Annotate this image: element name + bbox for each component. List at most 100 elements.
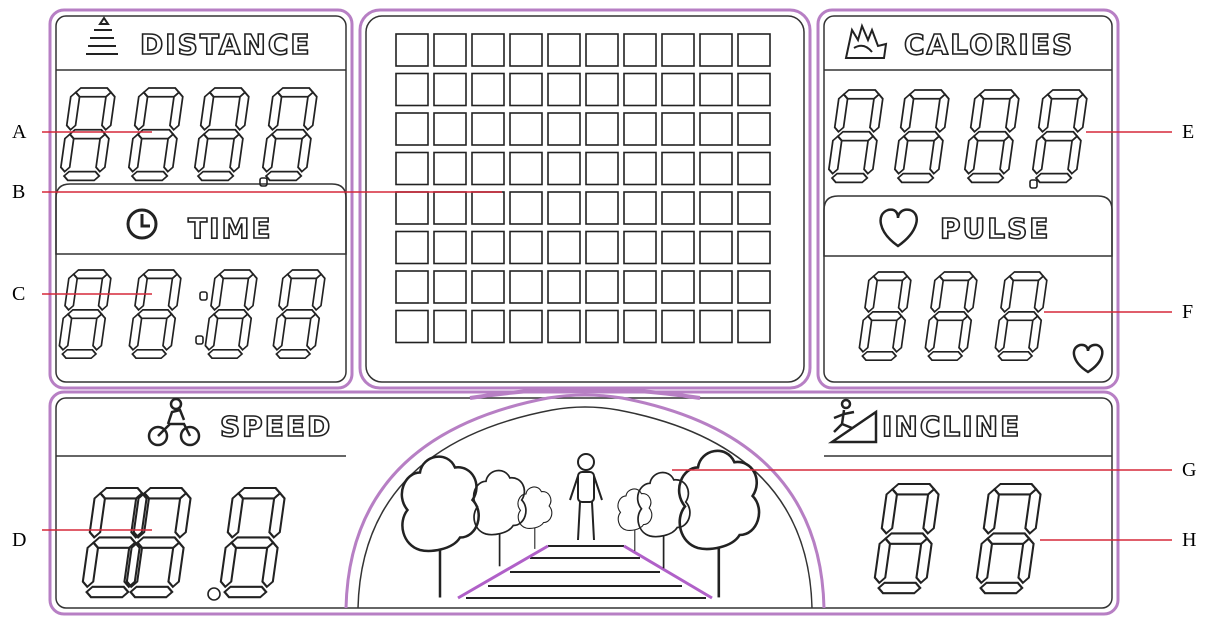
matrix-cell bbox=[738, 232, 770, 264]
matrix-cell bbox=[624, 192, 656, 224]
matrix-cell bbox=[738, 192, 770, 224]
speed-label: SPEED bbox=[220, 410, 332, 443]
matrix-cell bbox=[738, 74, 770, 106]
matrix-cell bbox=[434, 232, 466, 264]
matrix-cell bbox=[434, 271, 466, 303]
matrix-cell bbox=[434, 74, 466, 106]
matrix-cell bbox=[586, 192, 618, 224]
pulse-heart-icon bbox=[1074, 345, 1102, 372]
stacked-books-icon bbox=[86, 18, 118, 54]
runner-figure bbox=[570, 454, 602, 540]
matrix-cell bbox=[738, 271, 770, 303]
track-scene bbox=[346, 389, 824, 608]
callout-g: G bbox=[1182, 460, 1196, 480]
matrix-cell bbox=[700, 192, 732, 224]
matrix-cell bbox=[624, 311, 656, 343]
matrix-cell bbox=[662, 311, 694, 343]
matrix-cell bbox=[548, 34, 580, 66]
matrix-cell bbox=[434, 192, 466, 224]
matrix-cell bbox=[700, 74, 732, 106]
matrix-cell bbox=[624, 271, 656, 303]
matrix-cell bbox=[434, 153, 466, 185]
runner-on-slope-icon bbox=[832, 400, 876, 442]
matrix-cell bbox=[434, 34, 466, 66]
matrix-cell bbox=[586, 74, 618, 106]
matrix-cell bbox=[700, 34, 732, 66]
matrix-cell bbox=[548, 271, 580, 303]
pulse-digit bbox=[994, 272, 1048, 360]
matrix-cell bbox=[624, 232, 656, 264]
matrix-cell bbox=[662, 192, 694, 224]
heart-icon bbox=[881, 210, 917, 246]
distance-digit bbox=[127, 88, 184, 180]
matrix-cell bbox=[700, 153, 732, 185]
time-label: TIME bbox=[188, 212, 273, 245]
matrix-cell bbox=[510, 232, 542, 264]
matrix-cell bbox=[396, 311, 428, 343]
matrix-cell bbox=[472, 74, 504, 106]
distance-digit bbox=[261, 88, 318, 180]
matrix-cell bbox=[586, 113, 618, 145]
matrix-cell bbox=[396, 232, 428, 264]
distance-decimal-point bbox=[260, 178, 267, 186]
calories-digit bbox=[963, 90, 1020, 182]
pulse-digit bbox=[924, 272, 978, 360]
distance-digit bbox=[193, 88, 250, 180]
pulse-digit bbox=[858, 272, 912, 360]
incline-digit bbox=[873, 484, 940, 593]
matrix-cell bbox=[700, 232, 732, 264]
matrix-cell bbox=[548, 311, 580, 343]
pulse-label: PULSE bbox=[940, 212, 1050, 245]
matrix-cell bbox=[662, 74, 694, 106]
matrix-cell bbox=[396, 74, 428, 106]
matrix-cell bbox=[472, 232, 504, 264]
matrix-cell bbox=[586, 153, 618, 185]
matrix-cell bbox=[510, 34, 542, 66]
dot-matrix-display bbox=[396, 34, 770, 343]
matrix-cell bbox=[510, 113, 542, 145]
matrix-cell bbox=[662, 34, 694, 66]
matrix-cell bbox=[738, 311, 770, 343]
matrix-cell bbox=[548, 74, 580, 106]
matrix-cell bbox=[624, 74, 656, 106]
matrix-cell bbox=[472, 311, 504, 343]
clock-icon bbox=[128, 210, 156, 238]
callout-f: F bbox=[1182, 302, 1193, 322]
speed-digit bbox=[219, 488, 286, 597]
matrix-cell bbox=[662, 113, 694, 145]
flame-hand-icon bbox=[846, 26, 886, 58]
matrix-cell bbox=[472, 113, 504, 145]
calories-digit bbox=[1031, 90, 1088, 182]
matrix-cell bbox=[510, 192, 542, 224]
matrix-cell bbox=[548, 153, 580, 185]
matrix-cell bbox=[548, 192, 580, 224]
matrix-cell bbox=[662, 232, 694, 264]
time-colon-dot bbox=[196, 336, 203, 344]
matrix-cell bbox=[662, 271, 694, 303]
calories-decimal-point bbox=[1030, 180, 1037, 188]
matrix-cell bbox=[586, 271, 618, 303]
calories-digit bbox=[893, 90, 950, 182]
motorcycle-icon bbox=[149, 399, 199, 445]
callout-e: E bbox=[1182, 122, 1194, 142]
matrix-cell bbox=[396, 153, 428, 185]
matrix-cell bbox=[548, 232, 580, 264]
matrix-cell bbox=[396, 113, 428, 145]
speed-decimal-point bbox=[208, 588, 220, 600]
time-digit bbox=[128, 270, 182, 358]
callout-h: H bbox=[1182, 530, 1196, 550]
matrix-cell bbox=[624, 153, 656, 185]
callout-c: C bbox=[12, 284, 25, 304]
matrix-cell bbox=[472, 153, 504, 185]
matrix-cell bbox=[396, 271, 428, 303]
incline-label: INCLINE bbox=[882, 410, 1021, 443]
matrix-cell bbox=[586, 311, 618, 343]
matrix-cell bbox=[434, 311, 466, 343]
matrix-cell bbox=[738, 34, 770, 66]
time-digit bbox=[272, 270, 326, 358]
matrix-cell bbox=[510, 153, 542, 185]
matrix-cell bbox=[624, 34, 656, 66]
matrix-cell bbox=[510, 311, 542, 343]
matrix-cell bbox=[738, 113, 770, 145]
